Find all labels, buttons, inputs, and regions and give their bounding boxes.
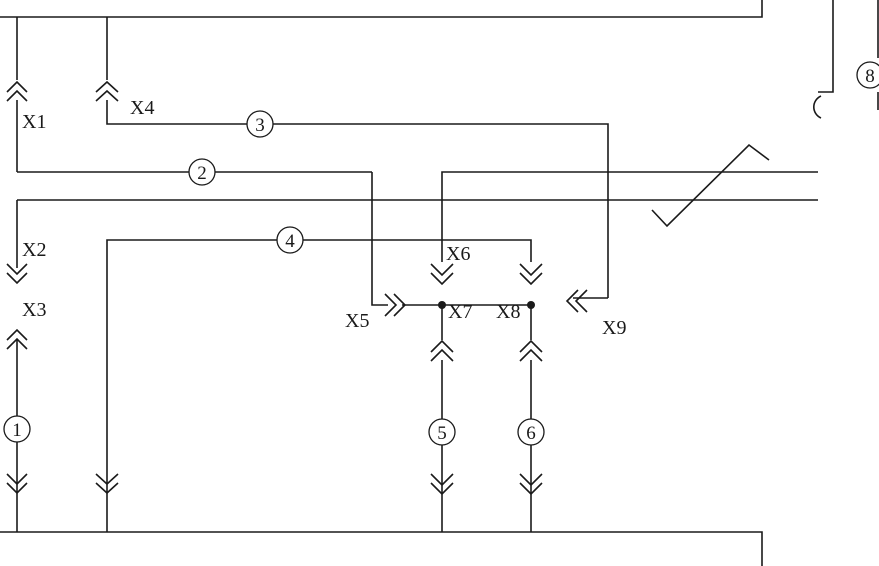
wire-number-6: 6 [517,418,545,446]
connector-x5 [384,293,407,317]
svg-text:2: 2 [197,163,207,184]
label-x2: X2 [22,239,46,261]
connector-x9 [565,289,588,313]
wire-2-path [371,172,532,306]
label-x6: X6 [446,243,470,265]
bottom-box [0,531,763,566]
connector-x1 [6,80,28,102]
svg-text:3: 3 [255,115,265,136]
connector-x4 [95,80,119,102]
switch-symbol [651,143,770,228]
wire-number-4: 4 [276,226,304,254]
connector-bottom-4 [95,473,119,495]
connector-bottom-5 [430,473,454,496]
right-margin [818,130,879,566]
svg-text:4: 4 [285,231,295,252]
wire-number-8: 8 [856,61,879,89]
connector-x8 [519,339,543,362]
connector-bottom-1 [6,473,28,495]
connector-x6 [430,263,454,286]
label-x1: X1 [22,111,46,133]
label-x3: X3 [22,299,46,321]
label-x9: X9 [602,317,626,339]
connector-x7 [430,339,454,362]
label-x7: X7 [448,301,472,323]
wire-1 [16,17,818,532]
right-side-element: 8 [813,0,879,119]
label-x4: X4 [130,97,154,119]
svg-text:1: 1 [12,420,22,441]
wire-3-path [106,17,609,299]
label-x8: X8 [496,301,520,323]
svg-text:6: 6 [526,423,536,444]
wire-number-3: 3 [246,110,274,138]
label-x5: X5 [345,310,369,332]
wire-x6-path [441,171,818,340]
connector-x2 [6,263,28,285]
top-box [0,0,763,18]
svg-text:8: 8 [865,66,875,87]
junction-x7 [438,301,446,309]
wire-number-2: 2 [188,158,216,186]
connector-x8-top [519,263,543,286]
connector-x3 [6,328,28,350]
junction-x8 [527,301,535,309]
svg-text:5: 5 [437,423,447,444]
wire-number-5: 5 [428,418,456,446]
connector-bottom-6 [519,473,543,496]
wire-4-path [106,239,532,532]
wire-number-1: 1 [3,415,31,443]
